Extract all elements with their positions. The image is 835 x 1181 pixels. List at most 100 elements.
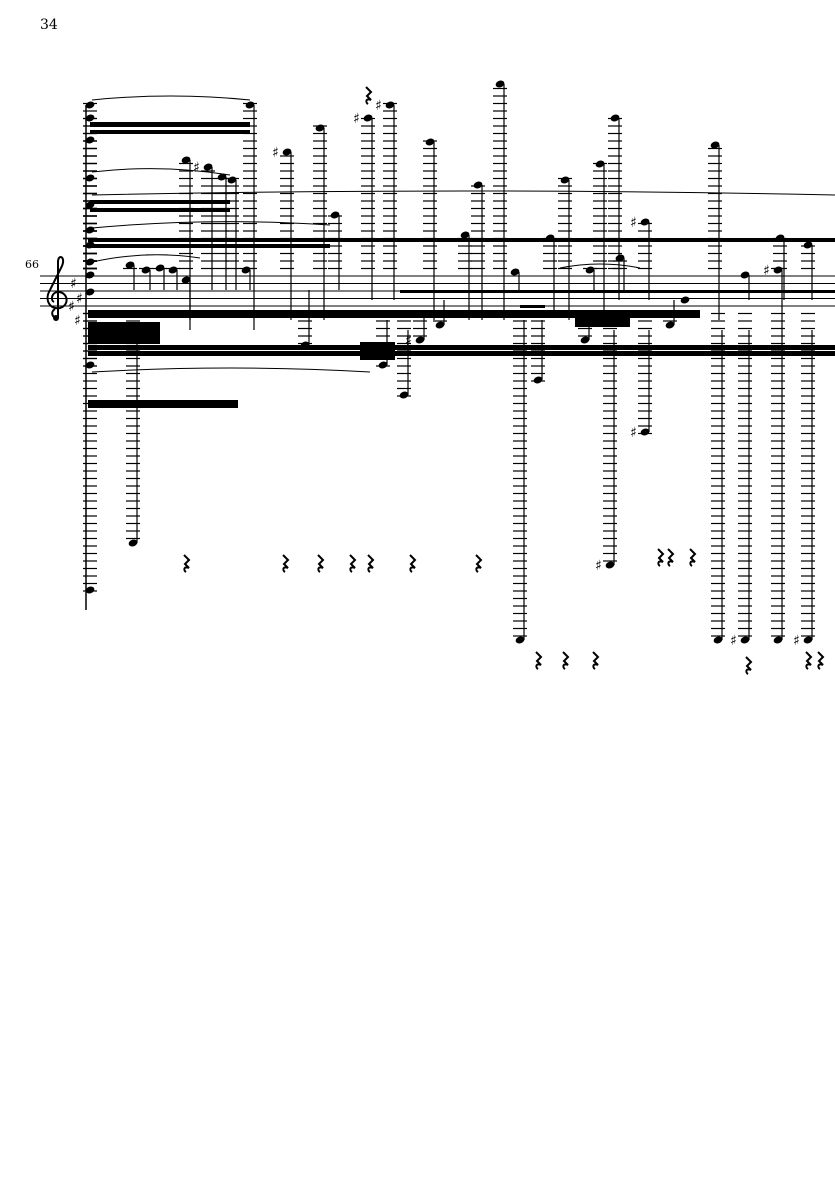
sharp-icon: ♯ (70, 276, 77, 292)
notehead (510, 268, 520, 276)
notehead (85, 101, 95, 109)
quarter-rest-icon (657, 548, 665, 567)
notehead (585, 266, 595, 274)
notehead (125, 261, 135, 269)
notehead (775, 234, 785, 242)
notehead (85, 136, 95, 144)
quarter-rest-icon (689, 548, 697, 567)
beam (88, 322, 160, 344)
quarter-rest-icon (535, 651, 543, 670)
sharp-icon: ♯ (630, 215, 637, 231)
notehead (399, 391, 409, 399)
notehead (435, 321, 445, 329)
notehead (713, 636, 723, 644)
notehead (378, 361, 388, 369)
notehead (227, 176, 237, 184)
quarter-rest-icon (667, 548, 675, 567)
slurs-ties (91, 95, 835, 373)
notehead (605, 561, 615, 569)
notehead (773, 636, 783, 644)
beam (520, 305, 545, 308)
beam (90, 200, 230, 204)
notehead (217, 173, 227, 181)
quarter-rest-icon (745, 656, 753, 675)
notehead (545, 234, 555, 242)
notehead (315, 124, 325, 132)
slur (91, 95, 251, 101)
notehead (245, 101, 255, 109)
notehead (460, 231, 470, 239)
page-number: 34 (40, 17, 58, 33)
stems (85, 84, 813, 640)
beam (88, 310, 700, 318)
beam (88, 345, 835, 350)
notehead (803, 636, 813, 644)
sharp-icon: ♯ (375, 98, 382, 114)
ledger-lines (83, 87, 815, 637)
quarter-rest-icon (282, 554, 290, 573)
notehead (560, 176, 570, 184)
notehead (85, 271, 95, 279)
quarter-rest-icon (317, 554, 325, 573)
notehead (640, 428, 650, 436)
accidentals: ♯♯♯♯♯♯♯♯♯♯♯♯♯♯♯ (68, 98, 800, 649)
quarter-rest-icon (592, 651, 600, 670)
slur (91, 367, 371, 373)
notehead (740, 271, 750, 279)
notehead (168, 266, 178, 274)
beams (88, 122, 835, 408)
sharp-icon: ♯ (353, 111, 360, 127)
notehead (533, 376, 543, 384)
notehead (181, 156, 191, 164)
notehead (740, 636, 750, 644)
quarter-rest-icon (365, 86, 373, 105)
slur (91, 221, 331, 229)
notehead (580, 336, 590, 344)
slur (91, 254, 201, 263)
beam (90, 208, 230, 212)
sharp-icon: ♯ (405, 333, 412, 349)
notehead (203, 163, 213, 171)
sharp-icon: ♯ (793, 633, 800, 649)
beam (88, 400, 238, 408)
notehead (495, 80, 505, 88)
notehead (773, 266, 783, 274)
notehead (610, 114, 620, 122)
sharp-icon: ♯ (595, 558, 602, 574)
notehead (425, 138, 435, 146)
measure-number: 66 (25, 258, 39, 271)
sharp-icon: ♯ (730, 633, 737, 649)
treble-clef-icon (46, 256, 68, 321)
notehead (85, 258, 95, 266)
slur (559, 263, 641, 269)
quarter-rest-icon (805, 651, 813, 670)
rests (183, 86, 825, 675)
notehead (155, 264, 165, 272)
notehead (595, 160, 605, 168)
sharp-icon: ♯ (630, 425, 637, 441)
beam (400, 290, 835, 293)
notehead (300, 341, 310, 349)
notehead (330, 211, 340, 219)
notehead (665, 321, 675, 329)
notehead (515, 636, 525, 644)
notehead (241, 266, 251, 274)
notehead (141, 266, 151, 274)
quarter-rest-icon (409, 554, 417, 573)
sharp-icon: ♯ (763, 263, 770, 279)
notehead (473, 181, 483, 189)
notehead (710, 141, 720, 149)
slur (91, 168, 231, 176)
notehead (363, 114, 373, 122)
notehead (640, 218, 650, 226)
notehead (85, 241, 95, 249)
notehead (415, 336, 425, 344)
notehead (85, 174, 95, 182)
quarter-rest-icon (562, 651, 570, 670)
quarter-rest-icon (349, 554, 357, 573)
sharp-icon: ♯ (68, 299, 75, 315)
sharp-icon: ♯ (193, 160, 200, 176)
sharp-icon: ♯ (76, 291, 83, 307)
beam (88, 238, 835, 242)
